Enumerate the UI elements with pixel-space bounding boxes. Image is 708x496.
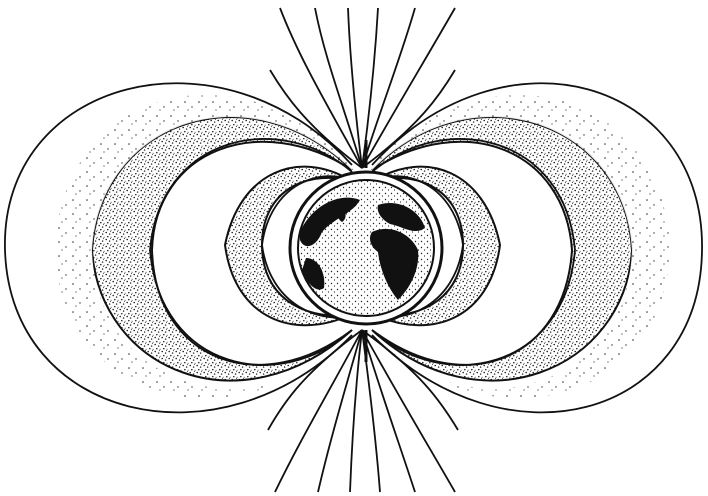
earth-globe [290, 172, 442, 324]
